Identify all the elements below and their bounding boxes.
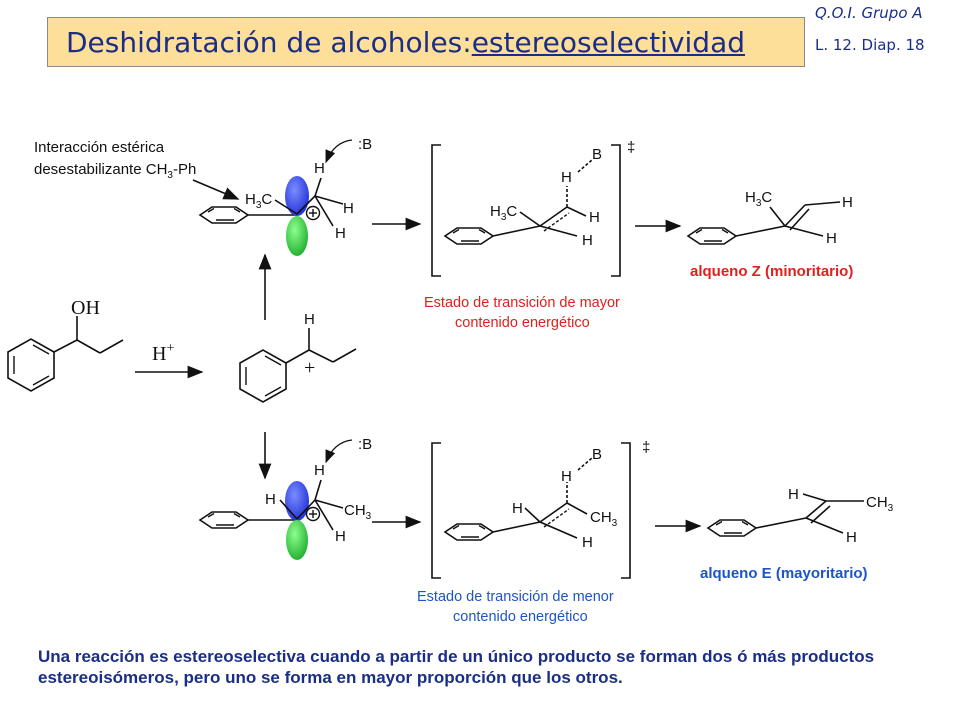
h-label: H xyxy=(561,169,572,186)
base-label: B xyxy=(592,446,602,463)
ts-top-line2: contenido energético xyxy=(455,315,590,331)
product-e-label: alqueno E (mayoritario) xyxy=(700,565,868,582)
ch3-label: CH3 xyxy=(590,509,618,529)
z-alkene: H3C H H xyxy=(687,189,853,247)
p-orbital-bottom-lobe xyxy=(286,520,308,560)
h-label: H xyxy=(343,200,354,217)
annotation-arrow xyxy=(192,179,240,200)
top-carbocation: H3C H H H :B xyxy=(199,136,372,256)
page-title: Deshidratación de alcoholes:estereoselec… xyxy=(66,26,745,59)
h-label: H xyxy=(582,232,593,249)
slide-ref: L. 12. Diap. 18 xyxy=(815,36,925,54)
h-label: H xyxy=(561,468,572,485)
ch3-label: CH3 xyxy=(866,494,894,514)
title-box: Deshidratación de alcoholes:estereoselec… xyxy=(47,17,805,67)
annotation-line2: desestabilizante CH3-Ph xyxy=(34,161,196,181)
p-orbital-bottom-lobe xyxy=(286,216,308,256)
h-label: H xyxy=(335,528,346,545)
h-label: H xyxy=(335,225,346,242)
h-label: H xyxy=(314,160,325,177)
h-label: H xyxy=(826,230,837,247)
alcohol: OH xyxy=(7,297,124,392)
ch3-label: CH3 xyxy=(344,502,372,522)
carbocation: H + xyxy=(239,311,357,403)
p-orbital-top-lobe xyxy=(285,176,309,216)
h-label: H xyxy=(842,194,853,211)
bottom-transition-state: ‡ H H B CH3 H xyxy=(431,439,650,579)
e-alkene: H CH3 H xyxy=(707,486,894,546)
h-label: H xyxy=(582,534,593,551)
h-label: H xyxy=(846,529,857,546)
h-label: H xyxy=(589,209,600,226)
course-ref: Q.O.I. Grupo A xyxy=(815,4,923,22)
bottom-carbocation: H H CH3 H :B xyxy=(199,436,372,560)
plus-charge: + xyxy=(304,357,315,379)
dagger: ‡ xyxy=(642,439,650,456)
h3c-label: H3C xyxy=(245,191,272,211)
charge-circle xyxy=(305,205,321,221)
reagent-label: H+ xyxy=(152,341,174,365)
h3c-label: H3C xyxy=(490,203,517,223)
h-label: H xyxy=(265,491,276,508)
h-label: H xyxy=(314,462,325,479)
p-orbital-top-lobe xyxy=(285,481,309,521)
charge-circle xyxy=(305,506,321,522)
title-main: Deshidratación de alcoholes: xyxy=(66,26,472,59)
curved-arrow xyxy=(325,439,353,464)
footnote: Una reacción es estereoselectiva cuando … xyxy=(38,647,875,687)
title-underlined: estereoselectividad xyxy=(471,26,746,59)
base-label: :B xyxy=(358,136,372,153)
base-label: :B xyxy=(358,436,372,453)
h3c-label: H3C xyxy=(745,189,772,209)
curved-arrow xyxy=(325,139,353,164)
annotation-line1: Interacción estérica xyxy=(34,139,165,156)
dagger: ‡ xyxy=(627,139,635,156)
base-label: B xyxy=(592,146,602,163)
top-transition-state: ‡ H3C H B H H xyxy=(431,139,635,277)
ts-bottom-line2: contenido energético xyxy=(453,609,588,625)
h-label: H xyxy=(788,486,799,503)
product-z-label: alqueno Z (minoritario) xyxy=(690,263,853,280)
oh-label: OH xyxy=(71,297,100,319)
ts-bottom-line1: Estado de transición de menor xyxy=(417,589,614,605)
h-label: H xyxy=(512,500,523,517)
ts-top-line1: Estado de transición de mayor xyxy=(424,295,620,311)
h-label: H xyxy=(304,311,315,328)
